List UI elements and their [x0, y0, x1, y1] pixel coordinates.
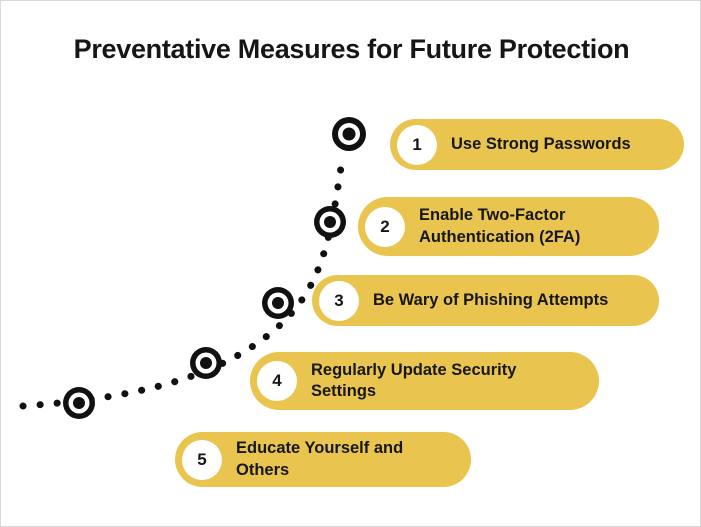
- step-label-1: Use Strong Passwords: [451, 134, 631, 153]
- step-pill-2[interactable]: 2 Enable Two-Factor Authentication (2FA): [358, 197, 659, 256]
- step-label-3: Be Wary of Phishing Attempts: [373, 290, 609, 309]
- step-pill-5[interactable]: 5 Educate Yourself and Others: [175, 432, 471, 487]
- step-pill-1[interactable]: 1 Use Strong Passwords: [390, 119, 684, 170]
- step-number-badge-5: 5: [182, 439, 222, 480]
- step-number-badge-3: 3: [319, 280, 359, 321]
- step-number-badge-2: 2: [365, 206, 405, 247]
- step-label-2: Enable Two-Factor Authentication (2FA): [419, 206, 581, 246]
- bullseye-icon-marker-4[interactable]: [190, 347, 222, 379]
- step-number-badge-1: 1: [397, 124, 437, 165]
- bullseye-icon-marker-1[interactable]: [332, 117, 366, 151]
- step-pill-3[interactable]: 3 Be Wary of Phishing Attempts: [312, 275, 659, 326]
- bullseye-icon-marker-5[interactable]: [63, 387, 95, 419]
- step-label-5: Educate Yourself and Others: [236, 439, 404, 479]
- bullseye-icon-marker-3[interactable]: [262, 287, 294, 319]
- page-title: Preventative Measures for Future Protect…: [73, 34, 630, 64]
- step-pill-4[interactable]: 4 Regularly Update Security Settings: [250, 352, 599, 410]
- bullseye-icon-marker-2[interactable]: [314, 206, 346, 238]
- step-number-badge-4: 4: [257, 361, 297, 401]
- step-label-4: Regularly Update Security Settings: [311, 360, 517, 400]
